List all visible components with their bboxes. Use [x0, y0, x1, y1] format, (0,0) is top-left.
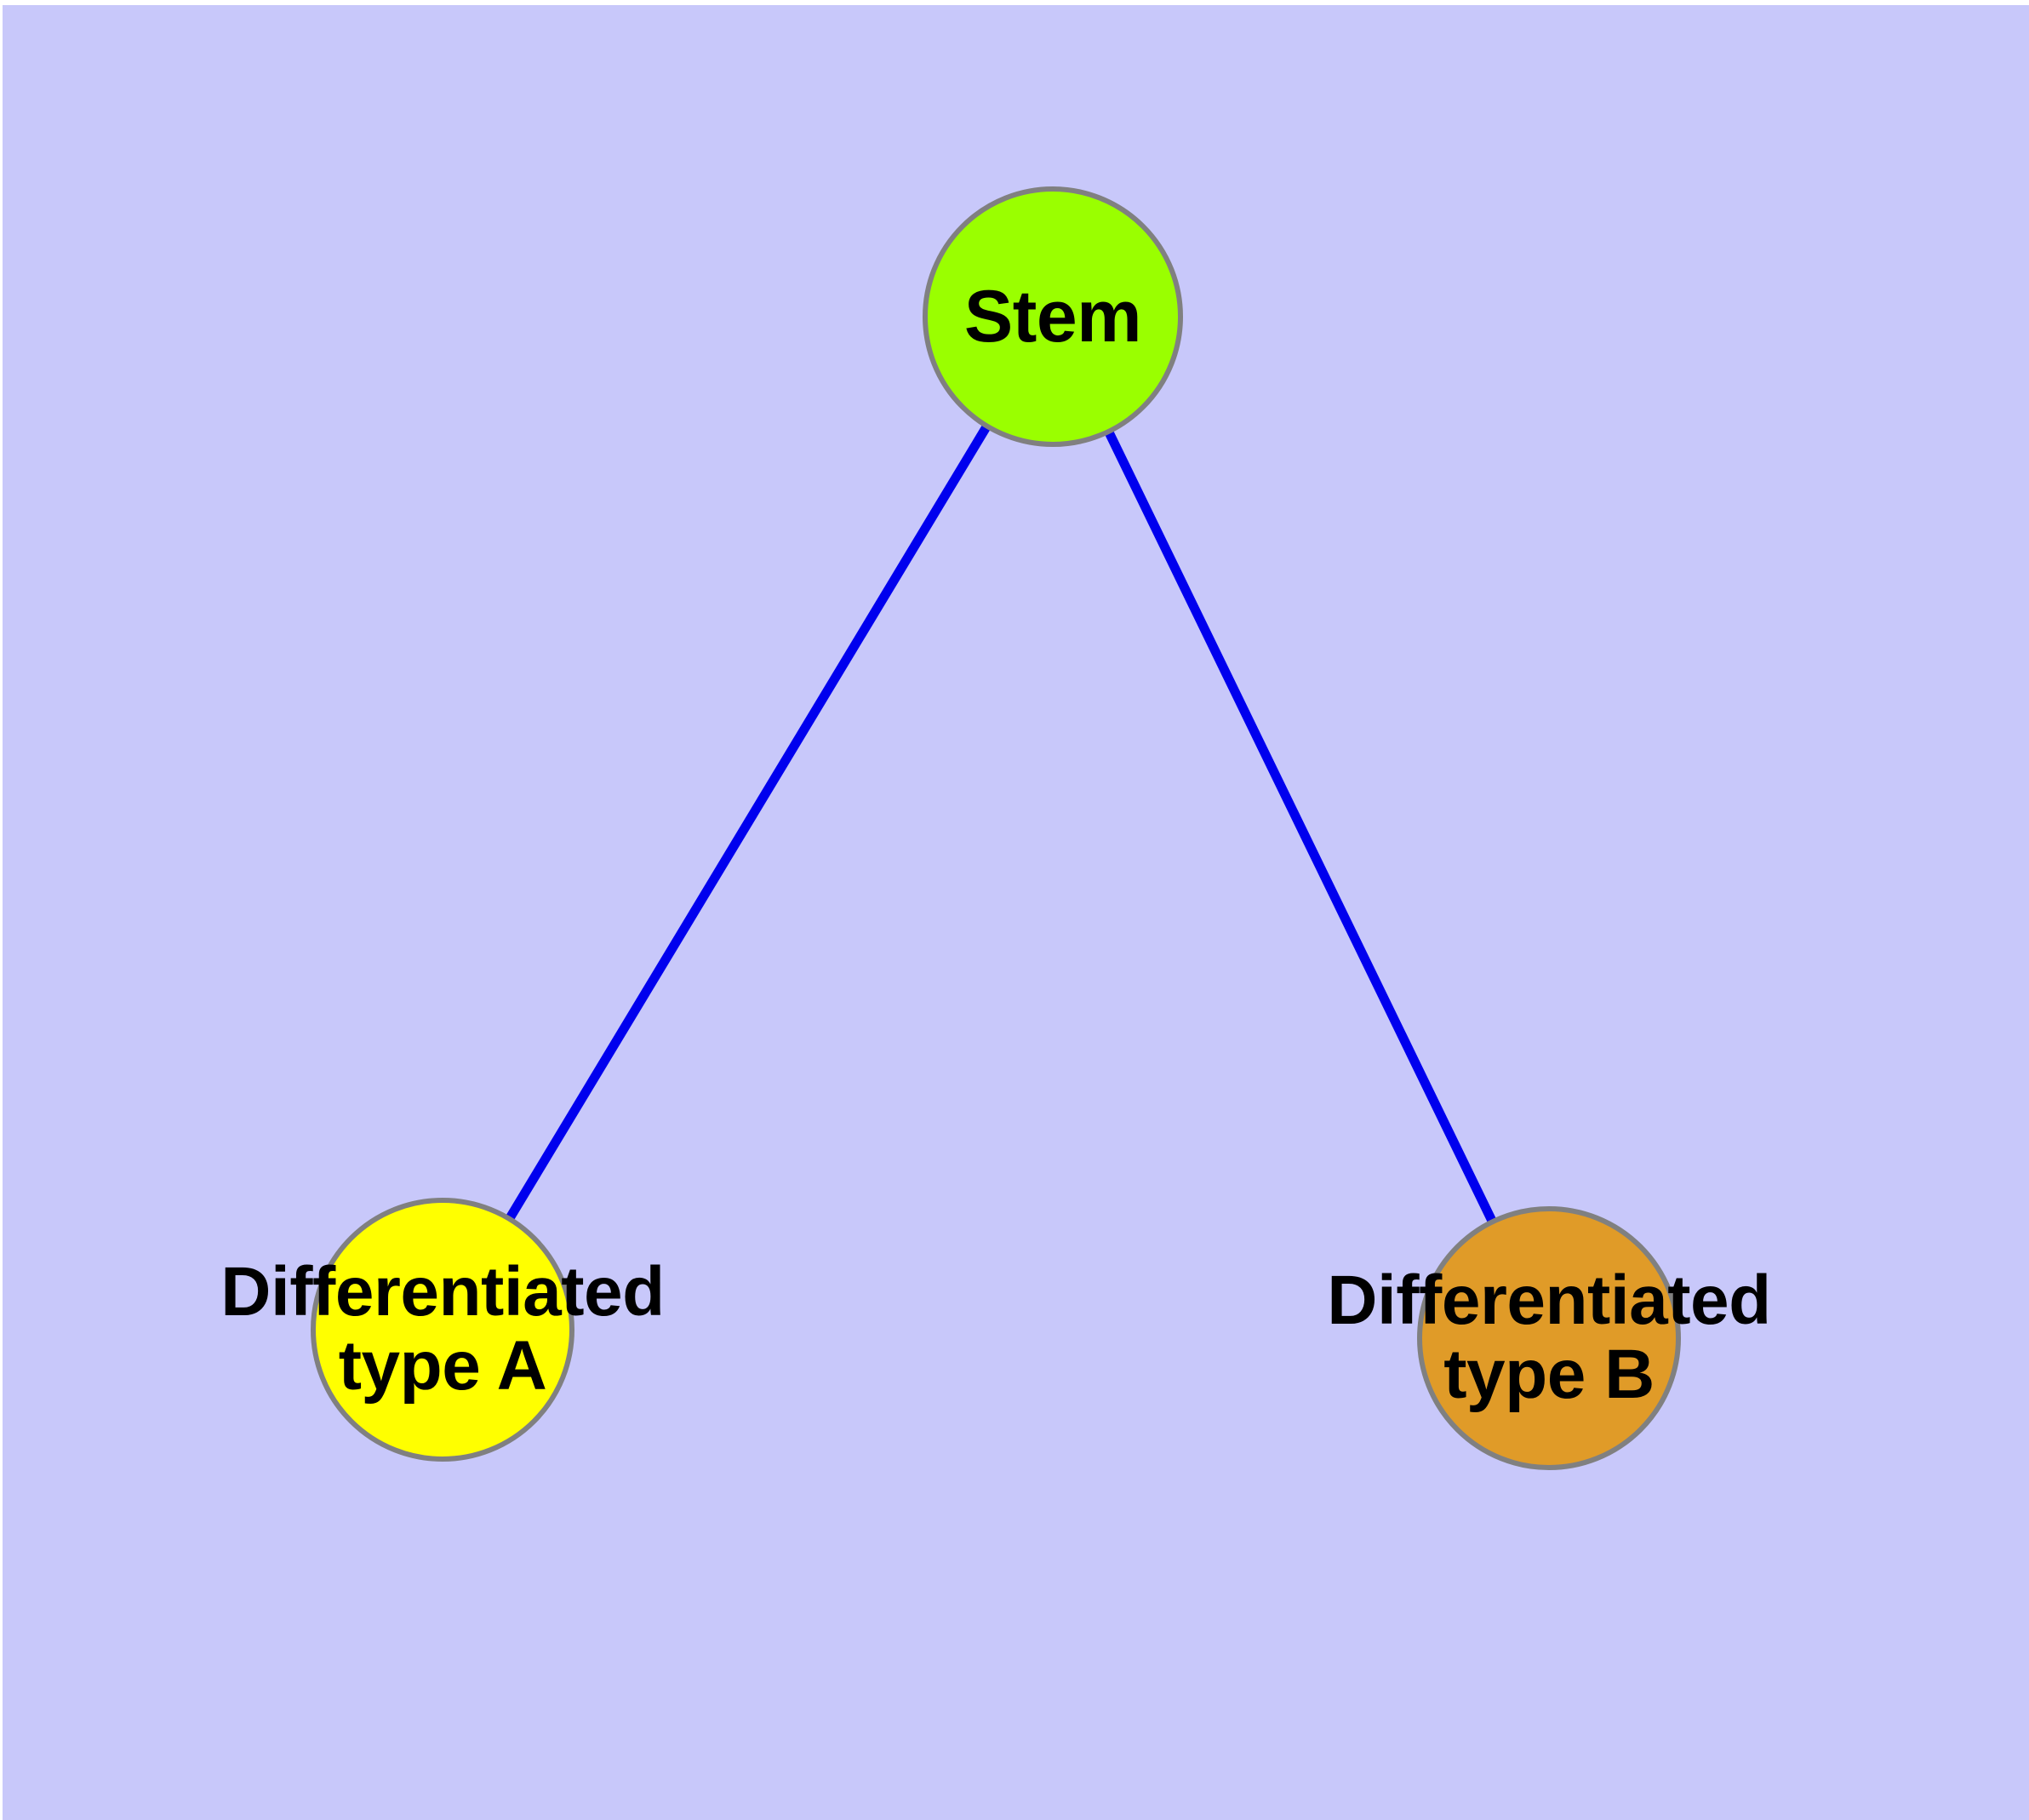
diagram-background	[3, 5, 2029, 1820]
